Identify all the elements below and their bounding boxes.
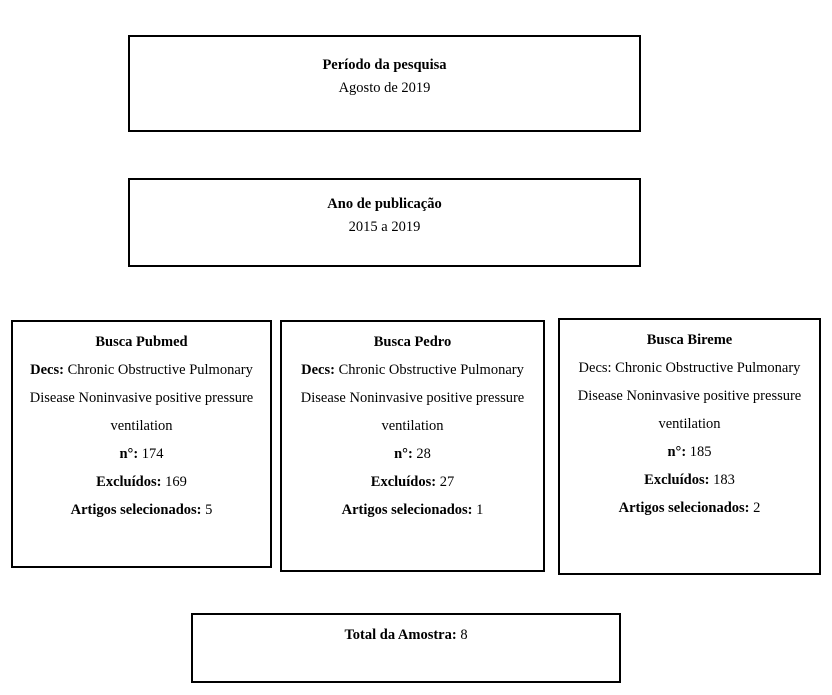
pedro-count-value: 28: [416, 446, 431, 462]
research-period-value: Agosto de 2019: [338, 80, 431, 96]
pedro-count-label: n°:: [394, 446, 413, 462]
pedro-title: Busca Pedro: [373, 334, 452, 350]
pubmed-excluded-value: 169: [165, 474, 187, 490]
bireme-decs-line-1: Decs: Chronic Obstructive Pulmonary: [578, 360, 801, 376]
pubmed-selected-value: 5: [205, 502, 213, 518]
bireme-count-label: n°:: [667, 444, 687, 460]
bireme-decs-line-3: ventilation: [658, 416, 721, 432]
pubmed-count-label: n°:: [119, 446, 139, 462]
pedro-decs-line-2: Disease Noninvasive positive pressure: [300, 390, 525, 406]
pubmed-search-box: Busca Pubmed Decs: Chronic Obstructive P…: [11, 320, 272, 568]
pedro-decs-line-3: ventilation: [381, 418, 444, 434]
pedro-decs-text: Chronic Obstructive Pulmonary: [338, 362, 524, 378]
bireme-count: n°: 185: [560, 438, 819, 466]
bireme-decs-line-2: Disease Noninvasive positive pressure: [577, 388, 802, 404]
bireme-title: Busca Bireme: [646, 332, 733, 348]
pubmed-title: Busca Pubmed: [95, 334, 188, 350]
total-sample-value: 8: [460, 627, 468, 643]
bireme-selected-value: 2: [753, 500, 761, 516]
pedro-search-box: Busca Pedro Decs: Chronic Obstructive Pu…: [280, 320, 545, 572]
research-period-box: Período da pesquisa Agosto de 2019: [128, 35, 641, 132]
pedro-excluded-value: 27: [439, 474, 455, 490]
pubmed-excluded-label: Excluídos:: [96, 474, 162, 490]
pedro-selected-value: 1: [476, 502, 484, 518]
pubmed-selected-label: Artigos selecionados:: [70, 502, 202, 518]
research-period-title: Período da pesquisa: [322, 57, 447, 73]
total-sample-label: Total da Amostra:: [344, 627, 457, 643]
pedro-count: n°: 28: [282, 440, 543, 468]
pedro-selected: Artigos selecionados: 1: [282, 496, 543, 524]
bireme-excluded-value: 183: [713, 472, 735, 488]
bireme-selected-label: Artigos selecionados:: [618, 500, 750, 516]
publication-year-value: 2015 a 2019: [348, 219, 421, 235]
bireme-search-box: Busca Bireme Decs: Chronic Obstructive P…: [558, 318, 821, 575]
bireme-count-value: 185: [689, 444, 712, 460]
pedro-selected-label: Artigos selecionados:: [341, 502, 473, 518]
pubmed-selected: Artigos selecionados: 5: [13, 496, 270, 524]
pubmed-decs-text: Chronic Obstructive Pulmonary: [67, 362, 253, 378]
pedro-excluded: Excluídos: 27: [282, 468, 543, 496]
publication-year-box: Ano de publicação 2015 a 2019: [128, 178, 641, 267]
pubmed-decs-line-1: Decs: Chronic Obstructive Pulmonary: [13, 356, 270, 384]
pubmed-excluded: Excluídos: 169: [13, 468, 270, 496]
bireme-excluded: Excluídos: 183: [560, 466, 819, 494]
pubmed-count: n°: 174: [13, 440, 270, 468]
pedro-decs-line-1: Decs: Chronic Obstructive Pulmonary: [282, 356, 543, 384]
pedro-excluded-label: Excluídos:: [370, 474, 437, 490]
pubmed-decs-line-3: ventilation: [110, 418, 173, 434]
pedro-decs-label: Decs:: [301, 362, 335, 378]
pubmed-decs-line-2: Disease Noninvasive positive pressure: [29, 390, 254, 406]
publication-year-title: Ano de publicação: [327, 196, 442, 212]
total-sample: Total da Amostra: 8: [193, 625, 619, 645]
bireme-excluded-label: Excluídos:: [644, 472, 710, 488]
total-sample-box: Total da Amostra: 8: [191, 613, 621, 683]
pubmed-count-value: 174: [141, 446, 164, 462]
pubmed-decs-label: Decs:: [30, 362, 64, 378]
bireme-selected: Artigos selecionados: 2: [560, 494, 819, 522]
